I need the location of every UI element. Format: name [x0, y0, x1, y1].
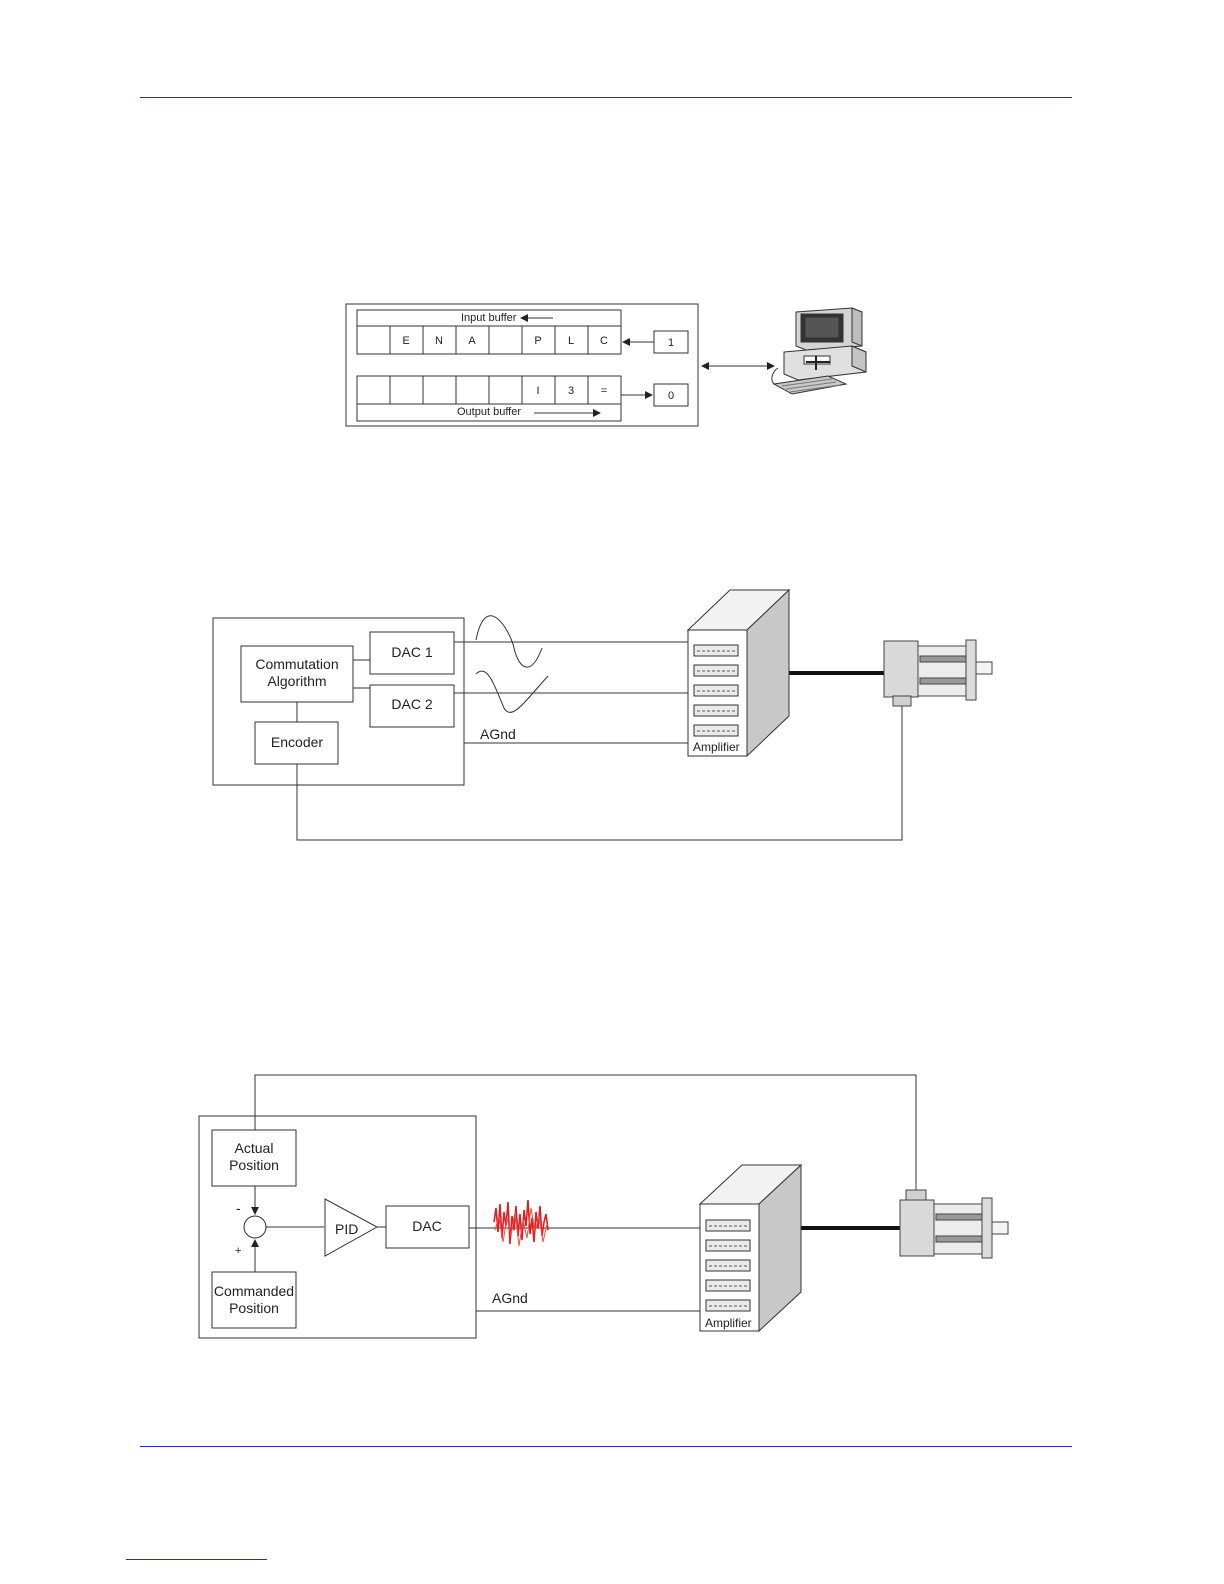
sine-wave-2 — [476, 671, 548, 712]
output-cells — [357, 376, 621, 404]
agnd-label-2: AGnd — [492, 1290, 528, 1306]
minus-sign: - — [236, 1200, 241, 1216]
pid-label: PID — [335, 1221, 358, 1237]
input-cell-6: L — [568, 335, 574, 347]
output-cell-5: I — [536, 385, 539, 397]
pid-diagram: Actual Position Commanded Position - + P… — [199, 1075, 916, 1338]
pid-dac-label: DAC — [412, 1218, 442, 1234]
motor-2-icon — [900, 1190, 1008, 1258]
input-cell-2: N — [435, 335, 443, 347]
commutation-diagram: Commutation Algorithm DAC 1 DAC 2 Encode… — [213, 616, 902, 840]
sine-wave-1 — [476, 616, 542, 667]
input-cell-5: P — [534, 335, 541, 347]
input-cell-7: C — [600, 335, 608, 347]
amplifier-2-label: Amplifier — [705, 1316, 752, 1330]
encoder-feedback-line — [297, 706, 902, 840]
input-cell-3: A — [468, 335, 476, 347]
position-feedback-line — [255, 1075, 916, 1192]
summing-junction — [244, 1216, 266, 1238]
input-register-value: 1 — [668, 337, 674, 349]
input-buffer-label: Input buffer — [461, 312, 517, 324]
commanded-position-line2: Position — [229, 1300, 279, 1316]
output-cell-6: 3 — [568, 385, 574, 397]
output-buffer-label: Output buffer — [457, 406, 521, 418]
commanded-position-line1: Commanded — [214, 1283, 294, 1299]
computer-icon — [772, 308, 866, 394]
commutation-label-line2: Algorithm — [267, 673, 326, 689]
dac1-label: DAC 1 — [391, 644, 432, 660]
dac2-label: DAC 2 — [391, 696, 432, 712]
buffer-frame — [346, 304, 698, 426]
plus-sign: + — [235, 1245, 241, 1257]
output-register-value: 0 — [668, 390, 674, 402]
actual-position-line2: Position — [229, 1157, 279, 1173]
commutation-label-line1: Commutation — [255, 656, 338, 672]
agnd-label-1: AGnd — [480, 726, 516, 742]
buffer-diagram: Input buffer E N A P L C — [346, 304, 774, 426]
output-cell-7: = — [601, 385, 607, 397]
amplifier-2: Amplifier — [700, 1165, 801, 1331]
input-cells — [357, 326, 621, 354]
amplifier-1: Amplifier — [688, 590, 789, 756]
actual-position-line1: Actual — [235, 1140, 274, 1156]
amplifier-1-label: Amplifier — [693, 740, 740, 754]
motor-1-icon — [884, 640, 992, 706]
encoder-label: Encoder — [271, 734, 323, 750]
input-cell-1: E — [402, 335, 409, 347]
